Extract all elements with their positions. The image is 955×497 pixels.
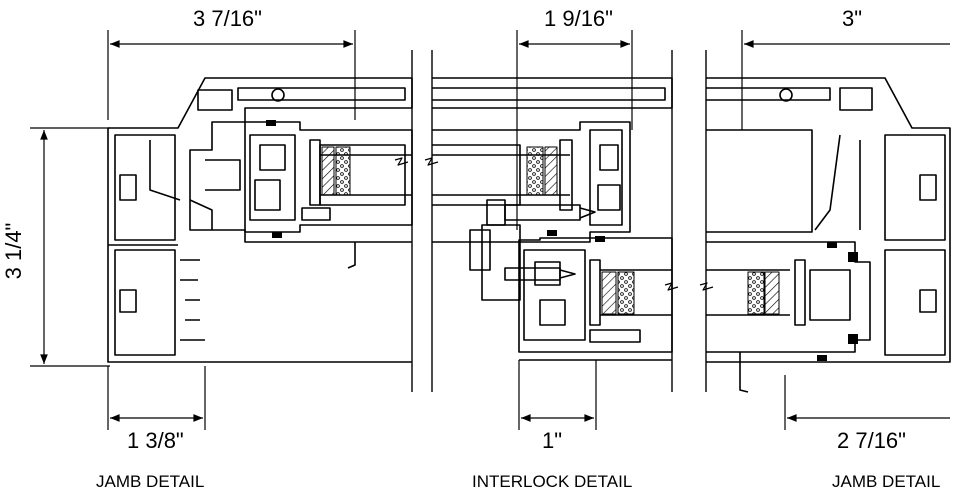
caption-left-jamb-detail: JAMB DETAIL bbox=[96, 472, 205, 491]
glass-break-marks bbox=[394, 157, 714, 291]
interlock-lower-sash bbox=[518, 237, 673, 361]
dimension-vertical-left: 3 1/4" bbox=[1, 222, 26, 280]
right-sash-insulation bbox=[747, 271, 765, 315]
dimension-bottom-left: 1 3/8" bbox=[127, 428, 184, 453]
left-sash-insulation bbox=[335, 146, 351, 196]
interlock-lower-insulation bbox=[617, 271, 635, 315]
interlock-upper-insulation bbox=[526, 146, 544, 196]
caption-interlock-detail: INTERLOCK DETAIL bbox=[472, 472, 633, 491]
dimension-top-center: 1 9/16" bbox=[544, 6, 613, 31]
dimension-top-left: 3 7/16" bbox=[193, 6, 262, 31]
interlock-upper-hatch bbox=[544, 146, 558, 196]
interlock-lower-hatch bbox=[601, 271, 617, 315]
left-sash-hatch bbox=[321, 146, 335, 196]
gaskets bbox=[266, 120, 858, 361]
lock-hardware bbox=[469, 199, 596, 301]
dimension-bottom-center: 1" bbox=[542, 428, 563, 453]
dimension-lines bbox=[30, 30, 950, 430]
left-jamb-frame bbox=[107, 77, 413, 363]
right-sash-hatch bbox=[764, 271, 780, 315]
dimension-bottom-right: 2 7/16" bbox=[837, 428, 906, 453]
right-jamb-frame bbox=[706, 77, 951, 393]
caption-right-jamb-detail: JAMB DETAIL bbox=[832, 472, 941, 491]
dimension-top-right: 3" bbox=[842, 6, 863, 31]
left-sash bbox=[244, 121, 413, 233]
